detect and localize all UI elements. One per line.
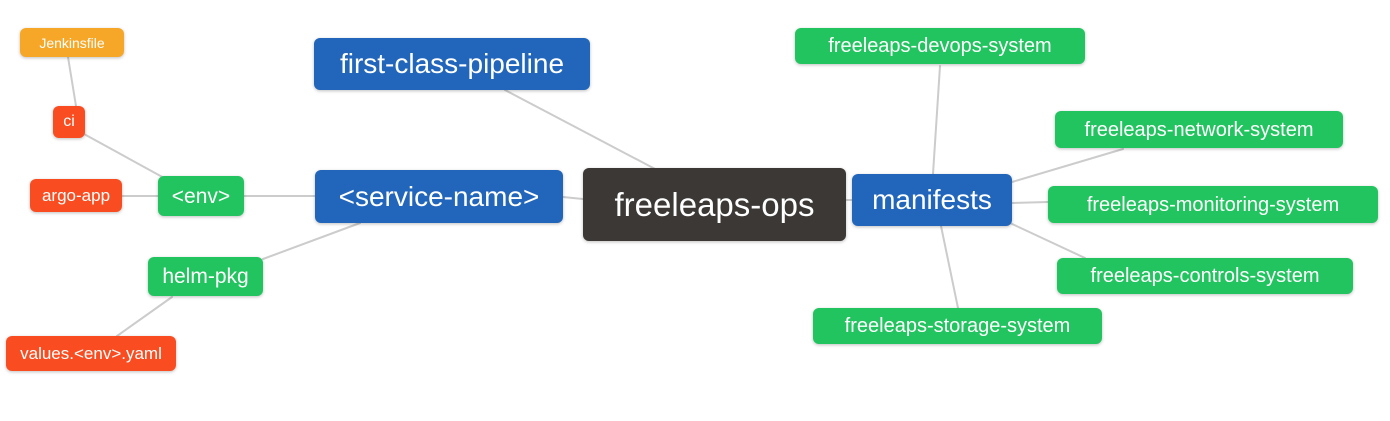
edge-manifests-storage-system: [940, 225, 959, 309]
edge-first-class-pipeline-freeleaps-ops: [504, 89, 658, 171]
node-ci[interactable]: ci: [53, 106, 85, 138]
node-service-name[interactable]: <service-name>: [315, 170, 563, 223]
edge-helm-pkg-service-name: [262, 222, 361, 260]
node-jenkinsfile[interactable]: Jenkinsfile: [20, 28, 124, 57]
edge-manifests-monitoring-system: [1011, 201, 1049, 204]
edge-manifests-network-system: [1011, 148, 1124, 183]
node-argo-app[interactable]: argo-app: [30, 179, 122, 212]
edge-manifests-controls-system: [1009, 222, 1086, 259]
node-freeleaps-ops[interactable]: freeleaps-ops: [583, 168, 846, 241]
node-env[interactable]: <env>: [158, 176, 244, 216]
edge-service-name-freeleaps-ops: [562, 196, 584, 200]
node-devops-system[interactable]: freeleaps-devops-system: [795, 28, 1085, 64]
node-helm-pkg[interactable]: helm-pkg: [148, 257, 263, 296]
node-storage-system[interactable]: freeleaps-storage-system: [813, 308, 1102, 344]
edge-jenkinsfile-ci: [67, 56, 77, 107]
edge-devops-system-manifests: [932, 65, 941, 175]
edge-ci-env: [83, 133, 167, 180]
node-monitoring-system[interactable]: freeleaps-monitoring-system: [1048, 186, 1378, 223]
node-manifests[interactable]: manifests: [852, 174, 1012, 226]
node-network-system[interactable]: freeleaps-network-system: [1055, 111, 1343, 148]
node-values-env-yaml[interactable]: values.<env>.yaml: [6, 336, 176, 371]
node-controls-system[interactable]: freeleaps-controls-system: [1057, 258, 1353, 294]
node-first-class-pipeline[interactable]: first-class-pipeline: [314, 38, 590, 90]
edge-values-env-yaml-helm-pkg: [116, 296, 173, 337]
